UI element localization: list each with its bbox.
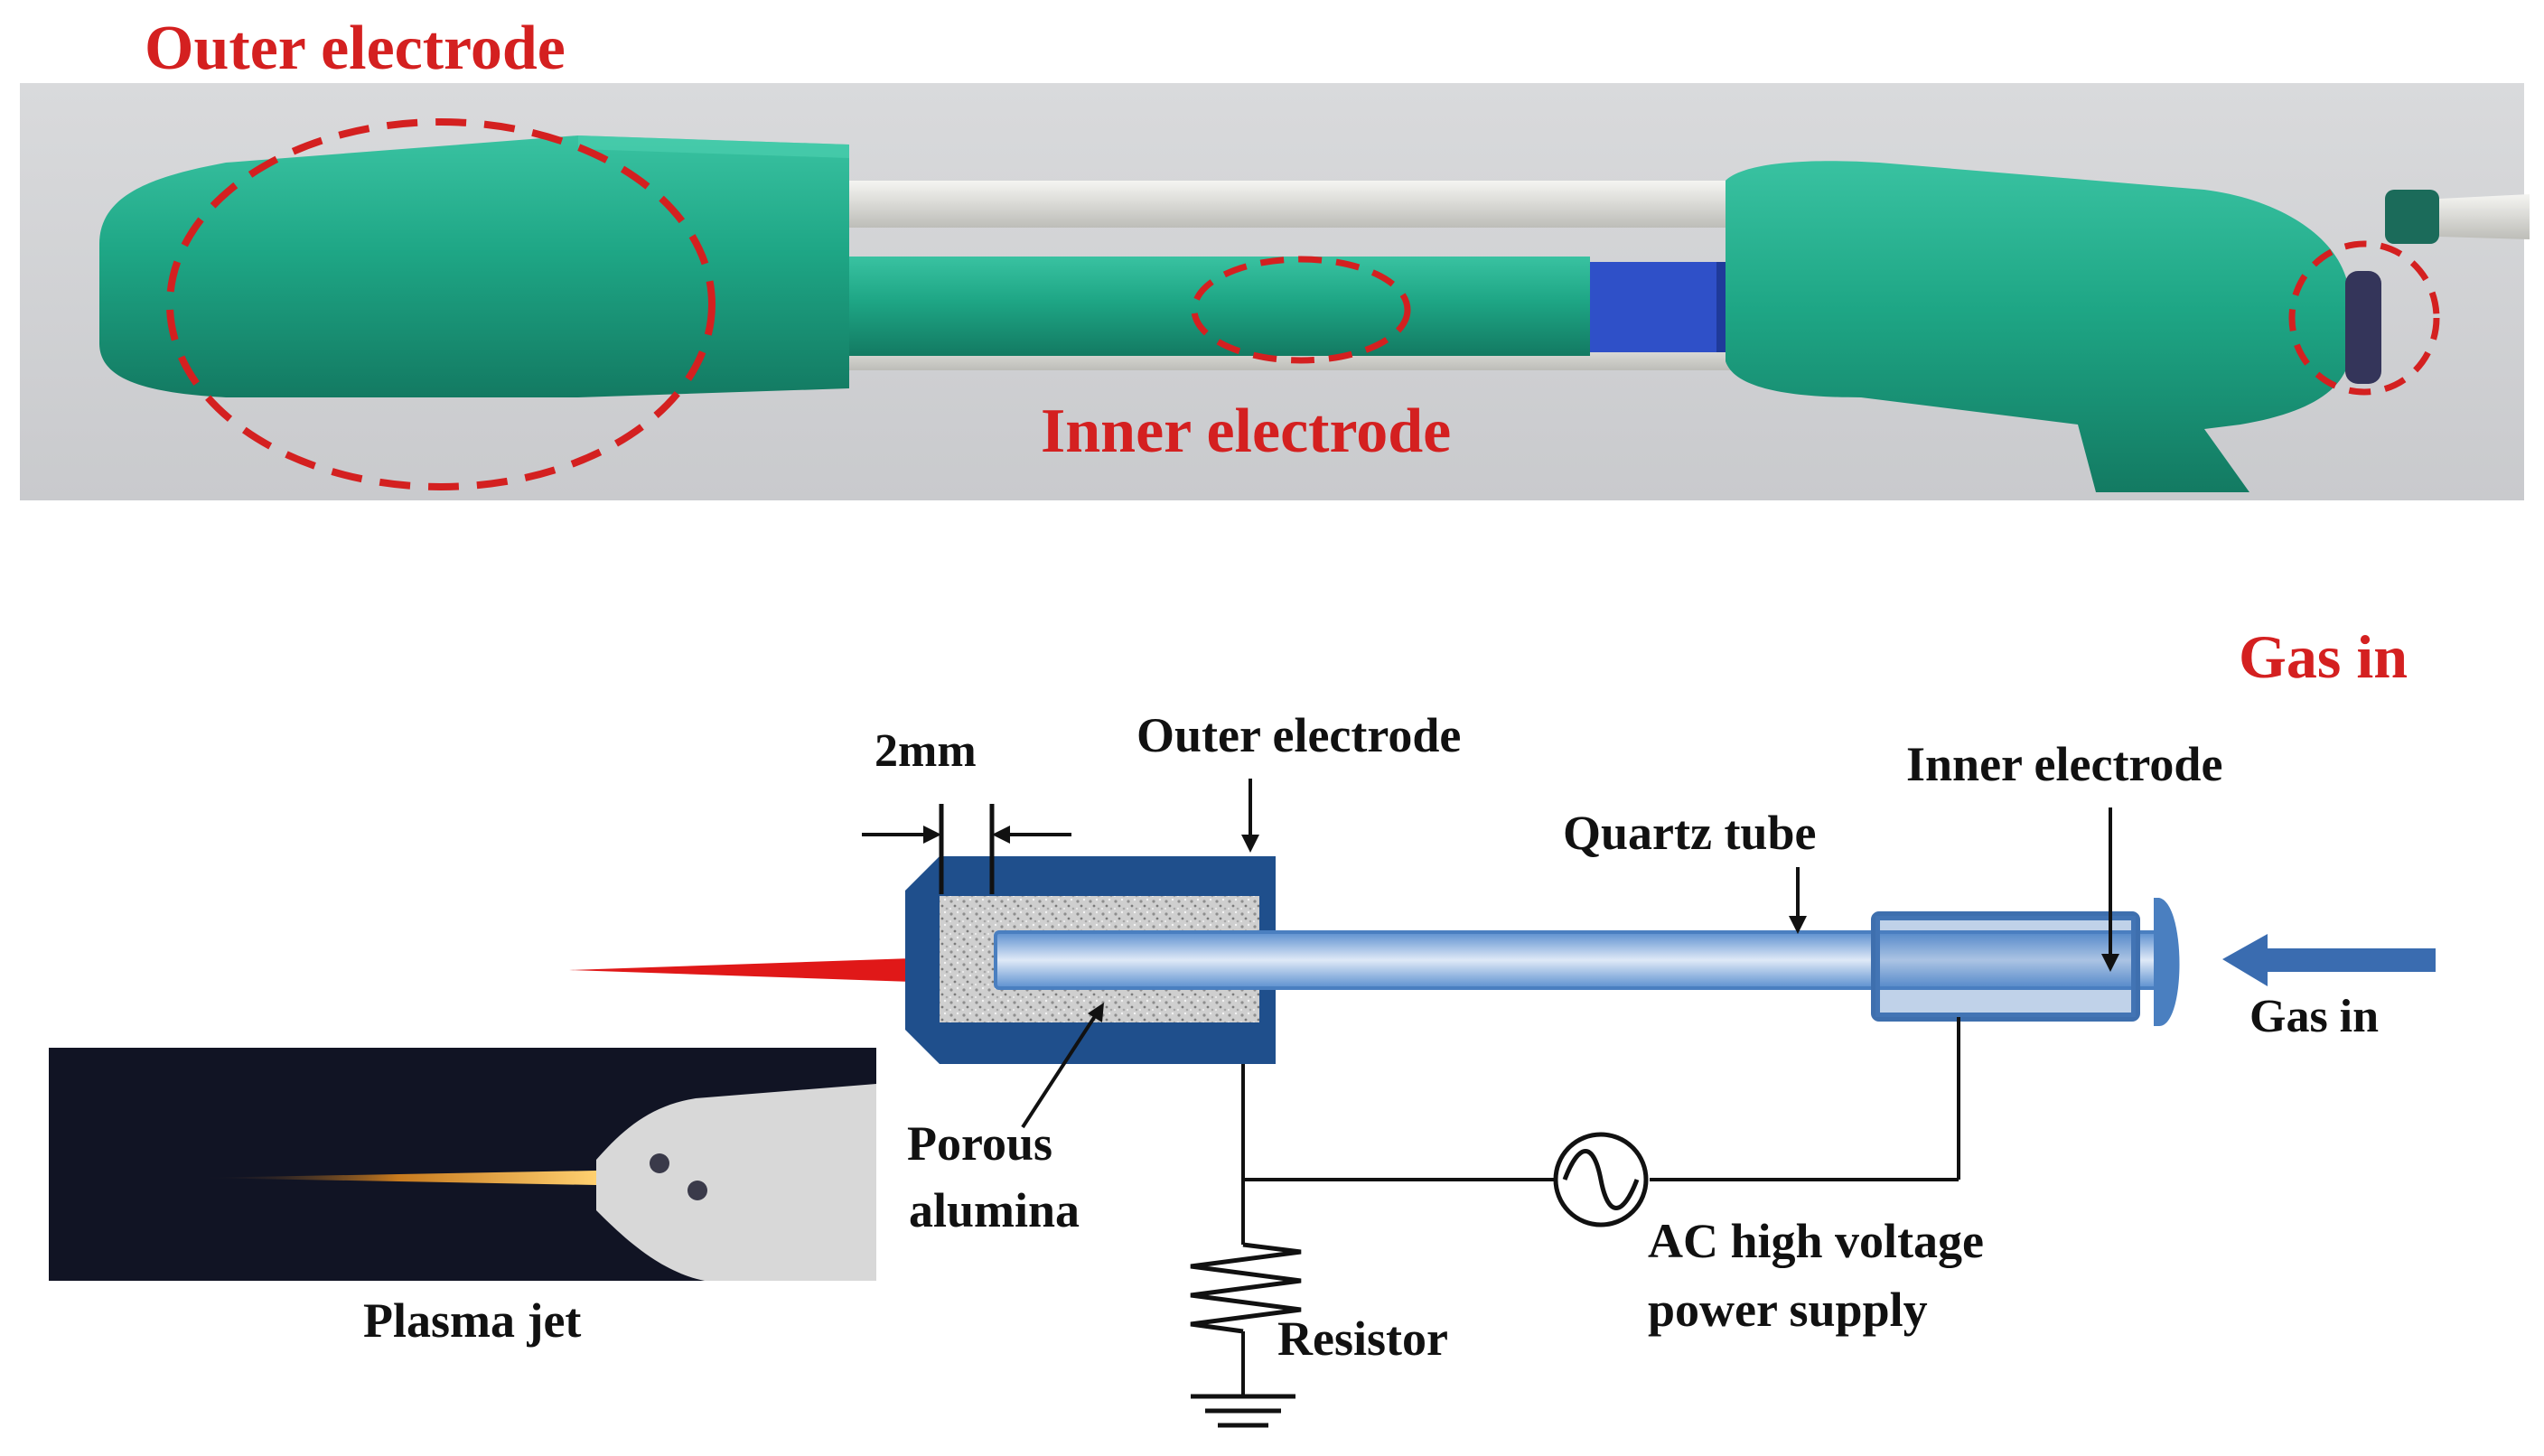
label-quartz-tube: Quartz tube xyxy=(1563,806,1816,860)
label-inner-electrode: Inner electrode xyxy=(1906,737,2222,791)
plasma-beam xyxy=(569,957,940,983)
inner-tube xyxy=(831,257,1590,356)
rod-upper xyxy=(831,181,1753,228)
resistor-symbol xyxy=(1190,1242,1302,1334)
label-porous: Porous xyxy=(907,1116,1052,1171)
ground-icon xyxy=(1191,1394,1295,1428)
label-ac-line1: AC high voltage xyxy=(1648,1214,1984,1268)
plasma-jet-photo xyxy=(49,1048,876,1281)
label-ac-line2: power supply xyxy=(1648,1283,1928,1337)
label-plasma-jet: Plasma jet xyxy=(363,1293,581,1348)
outer-electrode-highlight xyxy=(166,118,716,490)
label-resistor: Resistor xyxy=(1277,1311,1448,1366)
inner-electrode-housing xyxy=(1871,911,2140,1022)
label-gas-in: Gas in xyxy=(2249,991,2379,1042)
inner-electrode-highlight xyxy=(1191,256,1411,364)
device-photo: Outer electrode Inner electrode xyxy=(20,14,2530,500)
label-alumina: alumina xyxy=(909,1183,1080,1237)
label-outer-electrode: Outer electrode xyxy=(1136,708,1461,762)
tube-end-cap xyxy=(2154,898,2180,1026)
gas-inlet-highlight xyxy=(2288,240,2440,396)
gas-in-arrow xyxy=(2222,934,2436,986)
grip xyxy=(1726,161,2349,492)
outer-electrode-bulb xyxy=(99,135,849,397)
photo-label-gas-in: Gas in xyxy=(2239,622,2408,691)
label-gap-2mm: 2mm xyxy=(874,725,977,777)
photo-label-inner-electrode: Inner electrode xyxy=(1041,397,1451,466)
photo-label-outer-electrode: Outer electrode xyxy=(145,14,566,83)
schematic: 2mm Outer electrode Inner electrode Quar… xyxy=(49,708,2436,1428)
